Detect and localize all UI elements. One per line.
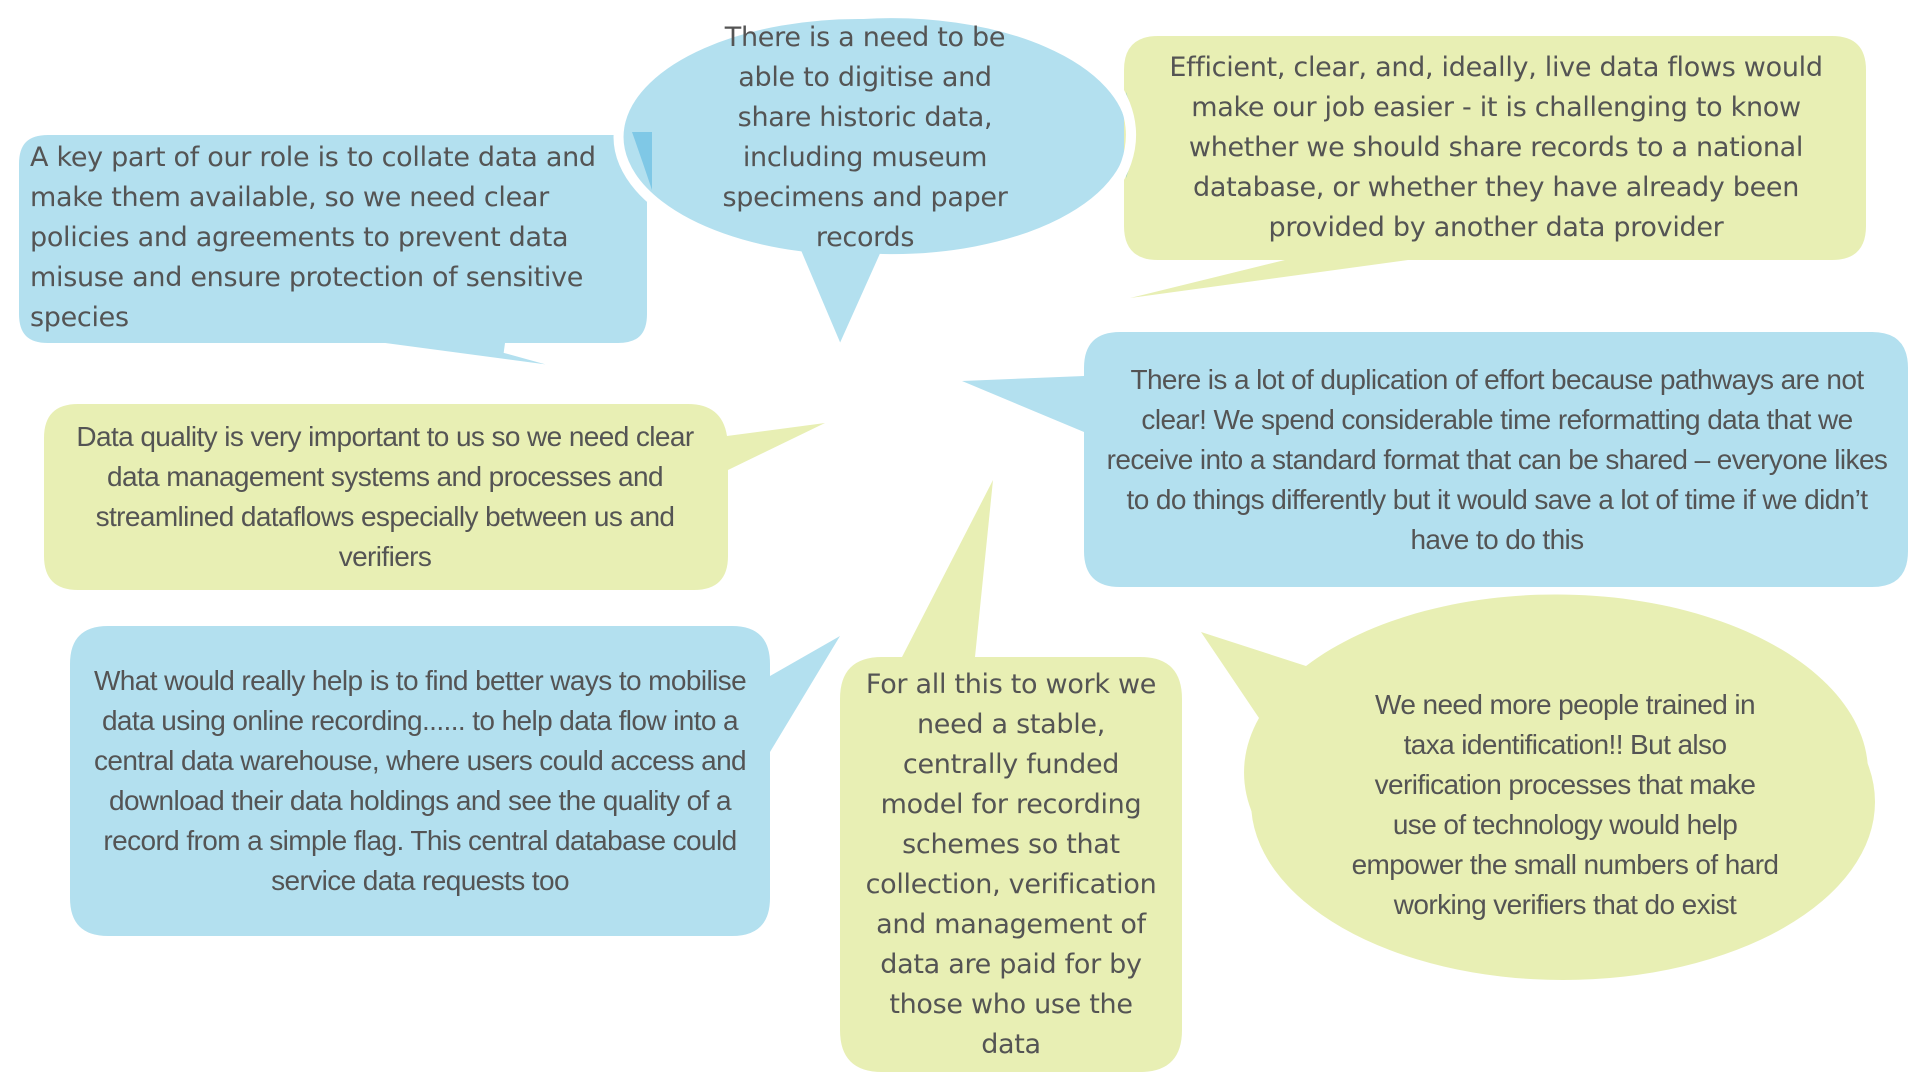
bubble-duplication-effort-shape (962, 332, 1908, 587)
quote-text: Data quality is very important to us so … (76, 421, 694, 572)
quote-live-data-flows: Efficient, clear, and, ideally, live dat… (1160, 48, 1832, 248)
quote-text: Efficient, clear, and, ideally, live dat… (1169, 52, 1823, 243)
quote-online-recording: What would really help is to find better… (90, 634, 750, 928)
bubble-online-recording-shape (70, 626, 840, 936)
ellipse-rim (1107, 77, 1136, 193)
quote-taxa-identification: We need more people trained in taxa iden… (1350, 660, 1780, 950)
quote-data-quality: Data quality is very important to us so … (60, 412, 710, 582)
quote-text: We need more people trained in taxa iden… (1351, 689, 1779, 920)
quote-text: There is a lot of duplication of effort … (1106, 364, 1888, 555)
bubble-digitise-historic-shape (613, 8, 1138, 368)
quote-digitise-historic: There is a need to be able to digitise a… (700, 22, 1030, 253)
quote-duplication-effort: There is a lot of duplication of effort … (1104, 340, 1890, 580)
bubble-live-data-flows-shape (1124, 36, 1866, 298)
quote-collate-data: A key part of our role is to collate dat… (30, 138, 640, 338)
bubble-data-quality-shape (44, 404, 825, 590)
bubble-funded-model-shape (840, 480, 1182, 1072)
quote-funded-model: For all this to work we need a stable, c… (860, 665, 1162, 1065)
overlap-highlight-blue (632, 132, 652, 190)
bubble-taxa-identification-shape (1201, 594, 1875, 980)
quote-text: What would really help is to find better… (93, 665, 747, 896)
quote-text: There is a need to be able to digitise a… (722, 22, 1008, 253)
quote-text: A key part of our role is to collate dat… (30, 142, 596, 333)
quote-text: For all this to work we need a stable, c… (865, 669, 1157, 1060)
